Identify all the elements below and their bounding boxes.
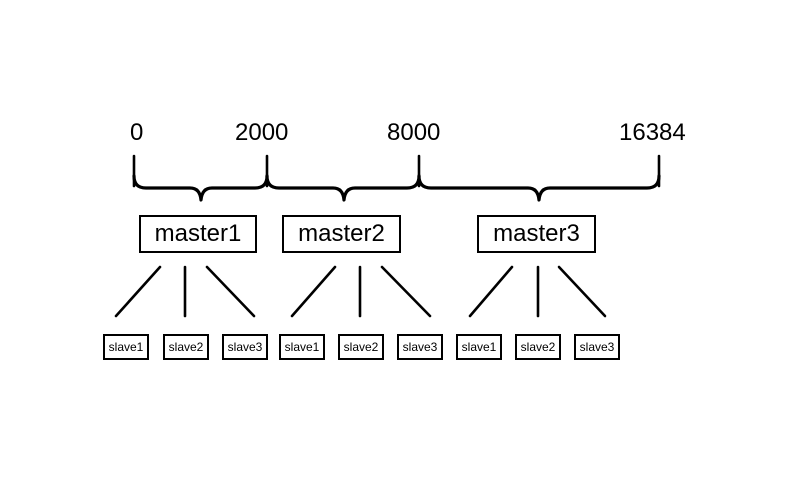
slave-node-label: slave3 <box>227 340 263 354</box>
slave-node: slave3 <box>222 334 268 360</box>
slave-node-label: slave2 <box>520 340 556 354</box>
slave-node: slave3 <box>397 334 443 360</box>
slave-node: slave2 <box>163 334 209 360</box>
range-label-start: 0 <box>130 119 144 146</box>
slave-node-label: slave3 <box>579 340 615 354</box>
range-brace-master3 <box>417 174 661 202</box>
connector-master2-slave1 <box>290 265 337 318</box>
master-node-2: master2 <box>282 215 401 253</box>
master-node-label: master1 <box>154 220 242 247</box>
slave-node: slave1 <box>456 334 502 360</box>
range-label-8000: 8000 <box>387 119 441 146</box>
slave-node: slave3 <box>574 334 620 360</box>
slave-node: slave1 <box>279 334 325 360</box>
master-node-1: master1 <box>139 215 257 253</box>
slave-node-label: slave2 <box>168 340 204 354</box>
range-brace-master1 <box>132 174 269 202</box>
slave-node-label: slave3 <box>402 340 438 354</box>
connector-master3-slave3 <box>557 265 607 318</box>
master-node-label: master2 <box>298 220 385 247</box>
master-node-label: master3 <box>493 220 580 247</box>
slave-node-label: slave1 <box>108 340 144 354</box>
slave-node: slave1 <box>103 334 149 360</box>
slave-node-label: slave2 <box>343 340 379 354</box>
connector-master1-slave1 <box>114 265 162 318</box>
master-node-3: master3 <box>477 215 596 253</box>
range-label-2000: 2000 <box>235 119 289 146</box>
slave-node-label: slave1 <box>461 340 497 354</box>
connector-master2-slave3 <box>380 265 432 318</box>
connector-master3-slave1 <box>468 265 514 318</box>
connector-master1-slave3 <box>205 265 256 318</box>
slave-node: slave2 <box>515 334 561 360</box>
range-label-end: 16384 <box>619 119 686 146</box>
slave-node: slave2 <box>338 334 384 360</box>
range-brace-master2 <box>265 174 421 202</box>
slave-node-label: slave1 <box>284 340 320 354</box>
